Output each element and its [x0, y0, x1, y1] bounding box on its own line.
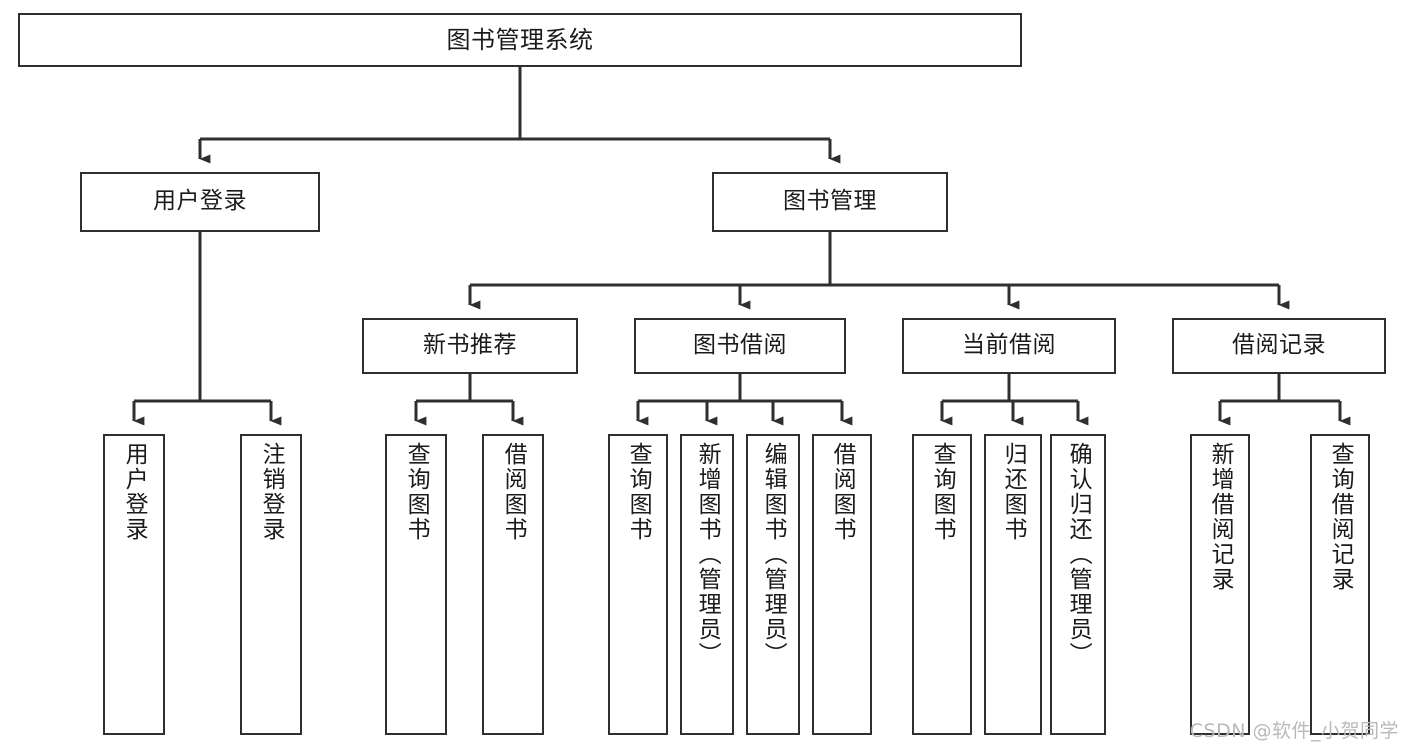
node-current[interactable]: 当前借阅 [902, 318, 1116, 374]
node-bookmgmt[interactable]: 图书管理 [712, 172, 948, 232]
csdn-watermark: CSDN @软件_小贺同学 [1189, 720, 1399, 742]
node-label: 编辑图书（管理员） [760, 442, 787, 667]
node-leaf12[interactable]: 新增借阅记录 [1190, 434, 1250, 735]
node-label: 新书推荐 [423, 332, 517, 359]
node-newbook[interactable]: 新书推荐 [362, 318, 578, 374]
node-label: 借阅图书 [829, 442, 856, 542]
node-label: 借阅图书 [500, 442, 527, 542]
node-leaf9[interactable]: 查询图书 [912, 434, 972, 735]
node-root[interactable]: 图书管理系统 [18, 13, 1022, 67]
node-login[interactable]: 用户登录 [80, 172, 320, 232]
node-leaf3[interactable]: 查询图书 [385, 434, 447, 735]
node-leaf8[interactable]: 借阅图书 [812, 434, 872, 735]
node-leaf6[interactable]: 新增图书（管理员） [680, 434, 734, 735]
node-label: 查询图书 [929, 442, 956, 542]
node-leaf13[interactable]: 查询借阅记录 [1310, 434, 1370, 735]
node-label: 查询借阅记录 [1327, 442, 1354, 592]
node-leaf5[interactable]: 查询图书 [608, 434, 668, 735]
node-label: 新增图书（管理员） [694, 442, 721, 667]
node-label: 查询图书 [625, 442, 652, 542]
node-label: 图书管理 [783, 188, 877, 215]
node-label: 确认归还（管理员） [1065, 442, 1092, 667]
node-label: 用户登录 [121, 442, 148, 542]
node-label: 新增借阅记录 [1207, 442, 1234, 592]
node-label: 图书管理系统 [446, 25, 594, 54]
node-leaf11[interactable]: 确认归还（管理员） [1050, 434, 1106, 735]
node-leaf1[interactable]: 用户登录 [103, 434, 165, 735]
node-label: 借阅记录 [1232, 332, 1326, 359]
node-label: 注销登录 [258, 442, 285, 542]
node-label: 当前借阅 [962, 332, 1056, 359]
node-leaf4[interactable]: 借阅图书 [482, 434, 544, 735]
node-records[interactable]: 借阅记录 [1172, 318, 1386, 374]
node-label: 用户登录 [153, 188, 247, 215]
node-borrow[interactable]: 图书借阅 [634, 318, 846, 374]
node-label: 查询图书 [403, 442, 430, 542]
node-leaf2[interactable]: 注销登录 [240, 434, 302, 735]
node-leaf7[interactable]: 编辑图书（管理员） [746, 434, 800, 735]
node-label: 图书借阅 [693, 332, 787, 359]
node-label: 归还图书 [1000, 442, 1027, 542]
node-leaf10[interactable]: 归还图书 [984, 434, 1042, 735]
